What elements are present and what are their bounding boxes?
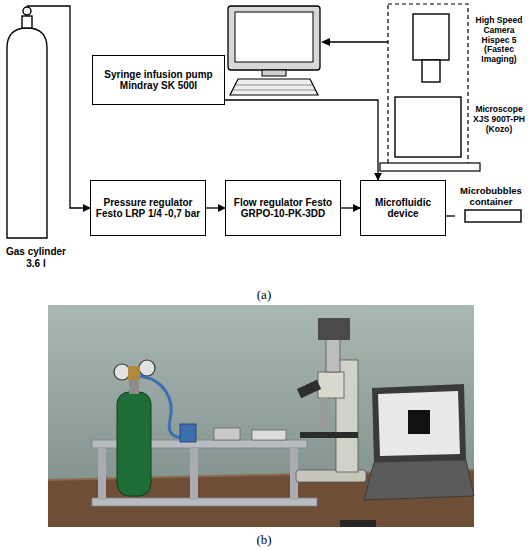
- screen-image: [408, 410, 430, 434]
- cylinder-body: [7, 28, 47, 238]
- microscope-unit: Microscope XJS 900T-PH (Kozo): [393, 95, 528, 161]
- camera-lens: [422, 60, 440, 82]
- node-label: Microbubbles container: [455, 186, 527, 208]
- photo-wall: [48, 305, 474, 527]
- process-box: Syringe infusion pump Mindray SK 500I: [92, 55, 225, 105]
- keyboard: [230, 79, 318, 95]
- node-label: Syringe infusion pump Mindray SK 500I: [96, 69, 221, 92]
- text-group: Microfluidic device: [364, 197, 442, 220]
- regulator-body: [128, 366, 140, 380]
- monitor-stand: [262, 70, 286, 76]
- pressure-gauge: [114, 364, 130, 380]
- flow-connector: [27, 6, 90, 208]
- cylinder-valve: [129, 380, 139, 394]
- flow-connector: [206, 207, 225, 208]
- node-label: Flow regulator Festo GRPO-10-PK-3DD: [229, 197, 337, 220]
- flow-connector: [446, 215, 455, 216]
- text-group: Pressure regulator Festo LRP 1/4 -0,7 ba…: [94, 197, 202, 220]
- container-shape: [465, 210, 521, 222]
- container-unit: Microbubbles container: [455, 186, 527, 224]
- cylinder-neck: [22, 16, 32, 28]
- monitor-screen: [235, 12, 313, 62]
- text-group: Gas cylinder 3.6 l: [2, 246, 70, 269]
- signal-line: [328, 41, 388, 42]
- node-label: Microfluidic device: [364, 197, 442, 220]
- photo-regulator: [180, 424, 196, 442]
- laptop-keyboard: [364, 460, 474, 500]
- gas-cylinder: Gas cylinder 3.6 l: [2, 6, 70, 276]
- pressure-gauge: [139, 360, 155, 376]
- camera-mount: [326, 338, 340, 372]
- objective: [320, 398, 328, 428]
- figure-panel-label: (b): [244, 532, 284, 548]
- frame-leg: [190, 448, 198, 500]
- photo-flow-regulator: [214, 428, 240, 440]
- circuit-board: [340, 520, 376, 527]
- photo-camera: [318, 318, 350, 340]
- monitor-frame: [228, 6, 320, 70]
- camera-unit: High Speed Camera Hispec 5 (Fastec Imagi…: [405, 12, 528, 86]
- keyboard-row: [236, 85, 312, 86]
- process-box: Pressure regulator Festo LRP 1/4 -0,7 ba…: [90, 180, 206, 236]
- node-label: Pressure regulator Festo LRP 1/4 -0,7 ba…: [94, 197, 202, 220]
- flow-connector: [225, 100, 378, 180]
- camera-body: [413, 14, 449, 60]
- keyboard-row: [234, 90, 315, 91]
- node-label: Microscope XJS 900T-PH (Kozo): [470, 105, 528, 134]
- node-outline: [2, 6, 70, 276]
- frame-rail: [92, 498, 317, 506]
- microscope-stage: [300, 432, 358, 438]
- cylinder-valve: [23, 7, 31, 15]
- photo-cylinder: [117, 392, 151, 496]
- text-group: Microscope XJS 900T-PH (Kozo): [470, 105, 528, 134]
- text-group: High Speed Camera Hispec 5 (Fastec Imagi…: [470, 16, 528, 65]
- text-group: Microbubbles container: [455, 186, 527, 208]
- eyepiece: [297, 380, 321, 398]
- photo-pump: [252, 430, 286, 440]
- dashed-enclosure: [388, 4, 468, 168]
- flow-connector: [341, 207, 360, 208]
- microscope-head: [318, 372, 344, 398]
- frame-leg: [98, 448, 106, 500]
- laptop-lid: [372, 384, 466, 462]
- process-box: Microfluidic device: [360, 180, 446, 236]
- figure-panel-label: (a): [244, 287, 284, 303]
- node-label: Gas cylinder 3.6 l: [2, 246, 70, 269]
- laptop-screen: [378, 391, 460, 456]
- node-label: High Speed Camera Hispec 5 (Fastec Imagi…: [470, 16, 528, 65]
- arrow-head: [321, 38, 330, 46]
- text-group: Flow regulator Festo GRPO-10-PK-3DD: [229, 197, 337, 220]
- text-group: Syringe infusion pump Mindray SK 500I: [96, 69, 221, 92]
- stage-plate: [380, 163, 480, 171]
- process-box: Flow regulator Festo GRPO-10-PK-3DD: [225, 180, 341, 236]
- microscope-body: [395, 97, 461, 157]
